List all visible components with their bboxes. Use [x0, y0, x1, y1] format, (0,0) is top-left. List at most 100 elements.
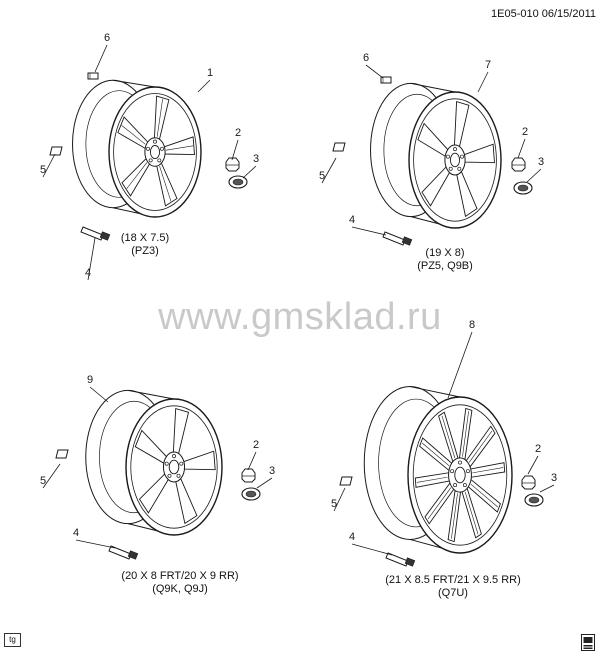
center-cap-logo: [517, 184, 529, 192]
wheel-spoke-groove: [470, 483, 498, 508]
caption-code-a: (PZ3): [131, 245, 159, 257]
wheel-hub-center: [454, 466, 466, 484]
callout-number-nut: 2: [253, 439, 259, 451]
callout-number-nut: 2: [235, 127, 241, 139]
lug-hole: [448, 166, 453, 171]
wheel-spoke-groove: [422, 442, 450, 467]
callout-number-cap: 3: [551, 472, 557, 484]
balance-weight-icon: [49, 146, 63, 156]
lug-hole: [462, 483, 467, 488]
wheel-spoke-groove: [468, 430, 493, 463]
callout-number-cap: 3: [538, 156, 544, 168]
lug-hole: [167, 473, 172, 478]
lug-hole: [148, 158, 153, 163]
wheel-rim-lip: [113, 93, 197, 211]
wheel-spoke-groove: [416, 476, 448, 483]
wheel-barrel-top: [409, 386, 461, 398]
wheel-hub-center: [149, 145, 161, 159]
callout-leader: [351, 226, 387, 236]
callout-number-clip: 6: [363, 52, 369, 64]
callout-number-weight: 5: [40, 164, 46, 176]
lug-hole: [450, 469, 455, 474]
wheel-hub: [444, 144, 466, 176]
callout-number-valve: 4: [73, 527, 79, 539]
lug-nut-icon: [511, 157, 526, 172]
caption-size-b: (19 X 8): [425, 247, 465, 259]
callout-number-nut: 2: [522, 126, 528, 138]
valve-stem-cap: [401, 236, 413, 246]
callout-number-cap: 3: [269, 465, 275, 477]
callout-number-wheel: 8: [469, 319, 475, 331]
wheel-spoke-groove: [462, 411, 469, 457]
wheel-spoke-groove: [121, 125, 146, 145]
wheel-spoke-groove: [464, 491, 479, 535]
lug-hole: [176, 473, 181, 478]
lug-hole: [160, 146, 164, 151]
lug-hole: [460, 154, 464, 159]
caption-wheel-d: (21 X 8.5 FRT/21 X 9.5 RR) (Q7U): [368, 574, 538, 600]
lug-hole: [465, 469, 470, 474]
wheel-rim-lip: [412, 404, 508, 546]
callout-leader: [94, 44, 108, 73]
center-cap-logo: [528, 496, 540, 504]
wheel-spoke-groove: [159, 166, 172, 202]
callout-leader: [526, 168, 542, 183]
lug-hole: [153, 139, 157, 144]
wheel-spoke-groove: [441, 415, 456, 459]
callout-leader: [517, 138, 526, 159]
wheel-hub-center: [449, 152, 461, 168]
lug-hole: [453, 483, 458, 488]
callout-leader: [477, 71, 489, 93]
wheel-barrel-top: [127, 389, 175, 400]
callout-leader: [42, 153, 56, 178]
callout-leader: [365, 64, 384, 79]
lug-hole: [179, 461, 184, 466]
lug-hole: [446, 154, 450, 159]
callout-number-valve: 4: [85, 267, 91, 279]
callout-leader: [75, 539, 116, 549]
wheel-assembly-c: 9 2 3 4 5: [40, 374, 275, 560]
callout-leader: [242, 165, 257, 179]
balance-weight-icon: [55, 449, 69, 459]
callout-number-nut: 2: [535, 443, 541, 455]
document-reference: 1E05-010 06/15/2011: [491, 8, 596, 20]
caption-code-b: (PZ5, Q9B): [417, 260, 473, 272]
wheel-hub: [162, 451, 186, 483]
callout-number-weight: 5: [40, 475, 46, 487]
valve-stem-cap: [404, 557, 416, 567]
callout-leader: [539, 484, 555, 493]
caption-size-a: (18 X 7.5): [120, 232, 170, 244]
wheel-spoke-groove: [427, 487, 452, 520]
tag-label: tg: [4, 633, 21, 647]
wheel-spoke-groove: [451, 493, 458, 539]
caption-code-d: (Q7U): [438, 587, 468, 599]
lug-hole: [457, 166, 462, 171]
caption-size-d: (21 X 8.5 FRT/21 X 9.5 RR): [385, 574, 521, 586]
callout-leader: [527, 455, 539, 475]
callout-number-wheel: 1: [207, 67, 213, 79]
callout-number-valve: 4: [349, 531, 355, 543]
caption-wheel-b: (19 X 8) (PZ5, Q9B): [390, 247, 500, 273]
valve-stem-icon: [385, 552, 409, 567]
wheel-barrel-top: [410, 82, 456, 93]
weight-clip-icon: [87, 72, 99, 80]
callout-number-wheel: 9: [87, 374, 93, 386]
wheel-hub: [144, 137, 166, 167]
callout-number-weight: 5: [319, 170, 325, 182]
callout-leader: [197, 79, 211, 93]
valve-stem-cap: [99, 231, 111, 241]
caption-wheel-c: (20 X 8 FRT/20 X 9 RR) (Q9K, Q9J): [100, 570, 260, 596]
callout-leader: [231, 139, 239, 161]
watermark: www.gmsklad.ru: [158, 296, 442, 338]
wheel-rim-lip: [413, 98, 497, 222]
lug-nut-icon: [241, 468, 256, 483]
valve-stem-cap: [127, 550, 139, 560]
callout-leader: [256, 477, 273, 489]
callout-leader: [42, 463, 61, 489]
caption-code-c: (Q9K, Q9J): [152, 583, 208, 595]
